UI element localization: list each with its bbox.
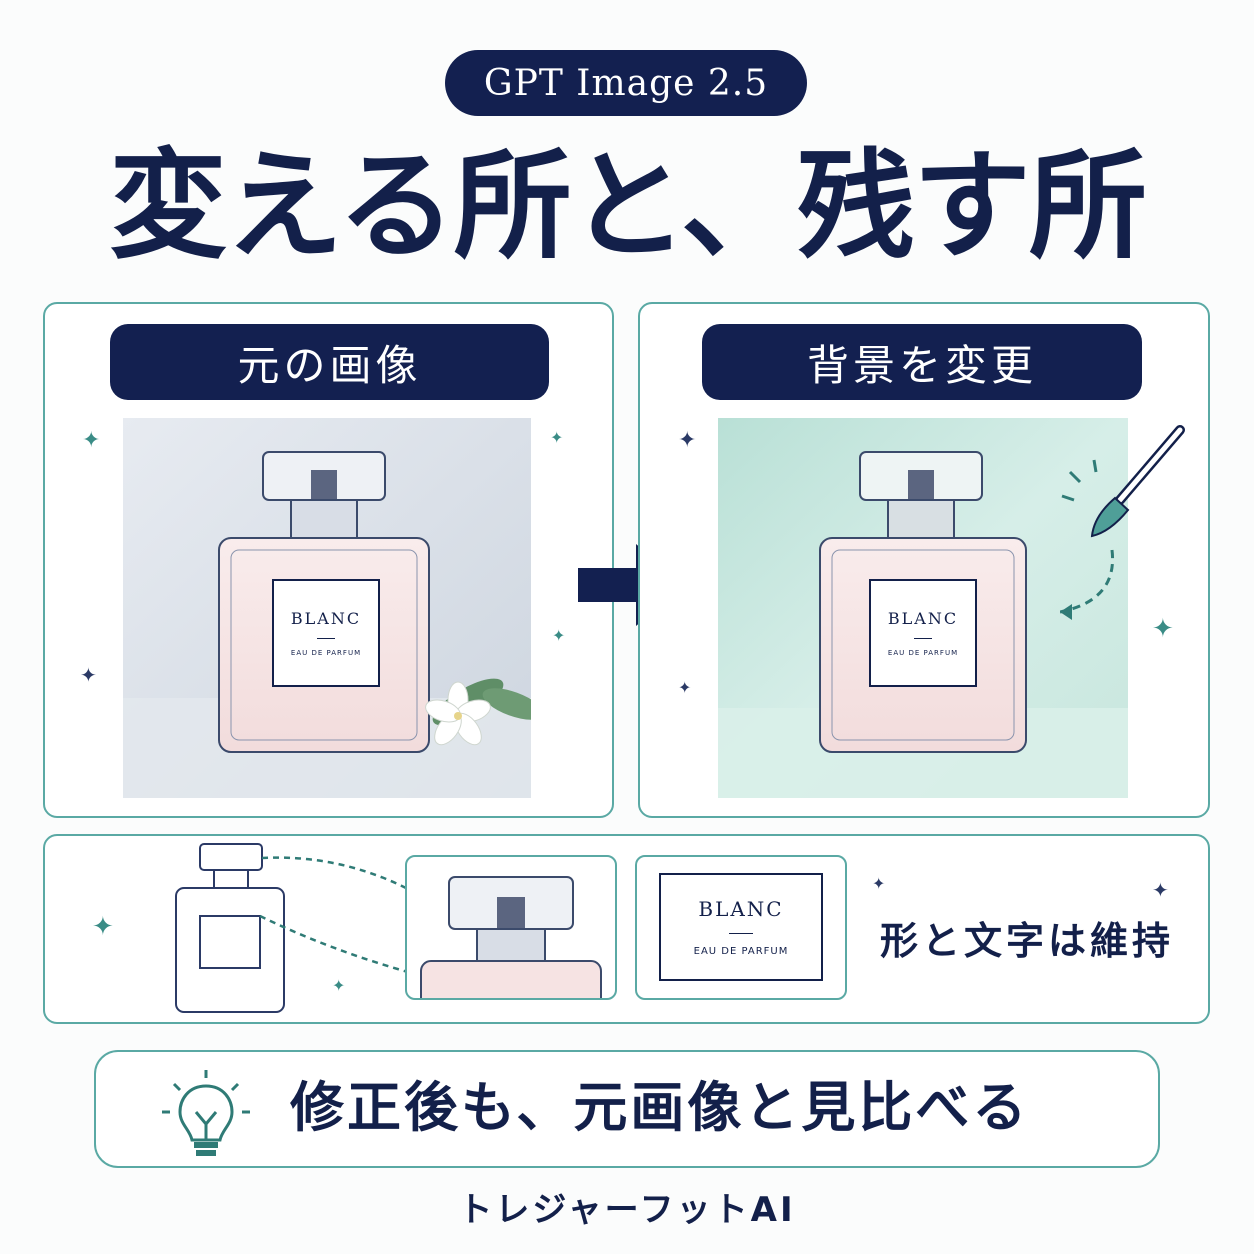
bottle-cap-icon [420,876,602,998]
changed-background-label: 背景を変更 [702,324,1142,400]
sparkle-icon: ✦ [332,976,346,995]
sparkle-icon: ✦ [550,428,564,447]
sparkle-icon: ✦ [92,912,114,942]
bottle-brand: BLANC [887,609,959,628]
sparkle-icon: ✦ [872,874,886,893]
original-bottle-label: BLANC EAU DE PARFUM [273,580,379,686]
label-closeup-box: BLANC EAU DE PARFUM [659,873,823,981]
bottle-subtitle: EAU DE PARFUM [887,649,959,657]
cap-closeup [405,855,617,1000]
sparkle-icon: ✦ [678,428,697,453]
bottle-outline-icon [175,843,416,1013]
sparkle-icon: ✦ [80,663,97,687]
sparkle-icon: ✦ [82,428,101,453]
sparkle-icon: ✦ [552,626,566,645]
sparkle-icon: ✦ [1152,614,1174,644]
bottle-subtitle: EAU DE PARFUM [290,649,362,657]
changed-bottle-label: BLANC EAU DE PARFUM [870,580,976,686]
version-badge: GPT Image 2.5 [445,50,807,116]
footer-brand: トレジャーフットAI [458,1190,796,1230]
keep-shape-and-text: 形と文字は維持 [880,919,1175,963]
label-divider [729,933,753,934]
changed-background-label-text: 背景を変更 [806,340,1037,390]
changed-perfume-image [718,418,1128,798]
sparkle-icon: ✦ [1152,878,1169,902]
original-perfume-image [123,418,531,798]
label-closeup-subtitle: EAU DE PARFUM [693,946,789,957]
label-closeup: BLANC EAU DE PARFUM [635,855,847,1000]
version-badge-text: GPT Image 2.5 [483,62,769,104]
original-image-label-text: 元の画像 [237,340,422,390]
original-image-label: 元の画像 [110,324,549,400]
tip-box [94,1050,1160,1168]
sparkle-icon: ✦ [678,678,692,697]
bottle-brand: BLANC [290,609,362,628]
tip-text: 修正後も、元画像と見比べる [290,1076,1030,1139]
lightbulb-icon [162,1070,250,1156]
headline: 変える所と、残す所 [109,137,1147,275]
label-divider [317,638,335,639]
label-divider [914,638,932,639]
paintbrush-icon [1060,425,1185,620]
label-closeup-brand: BLANC [698,897,784,921]
